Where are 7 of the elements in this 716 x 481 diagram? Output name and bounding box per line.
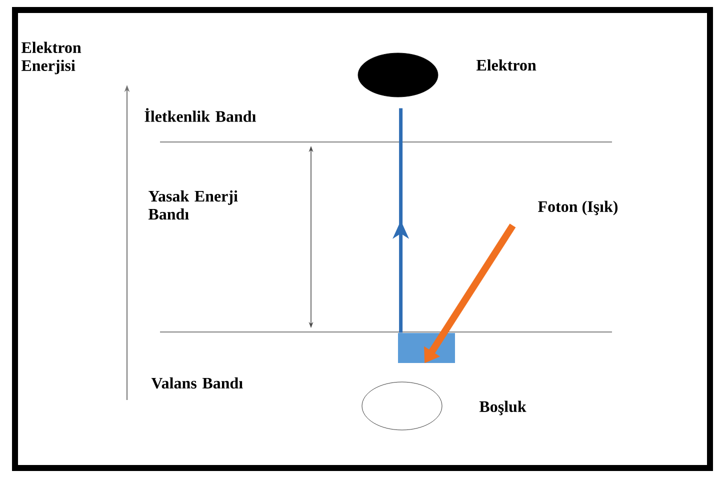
text-label: İletkenlik Bandı [144,108,256,122]
text-label: Yasak Enerji Bandı [148,190,238,220]
photon-label: Foton (Işık) [538,200,618,216]
node-label: Elektron [476,59,536,71]
text-label: Elektron Enerjisi [21,42,82,74]
text-label: Valans Bandı [151,377,243,389]
node-label: Boşluk [479,400,526,416]
